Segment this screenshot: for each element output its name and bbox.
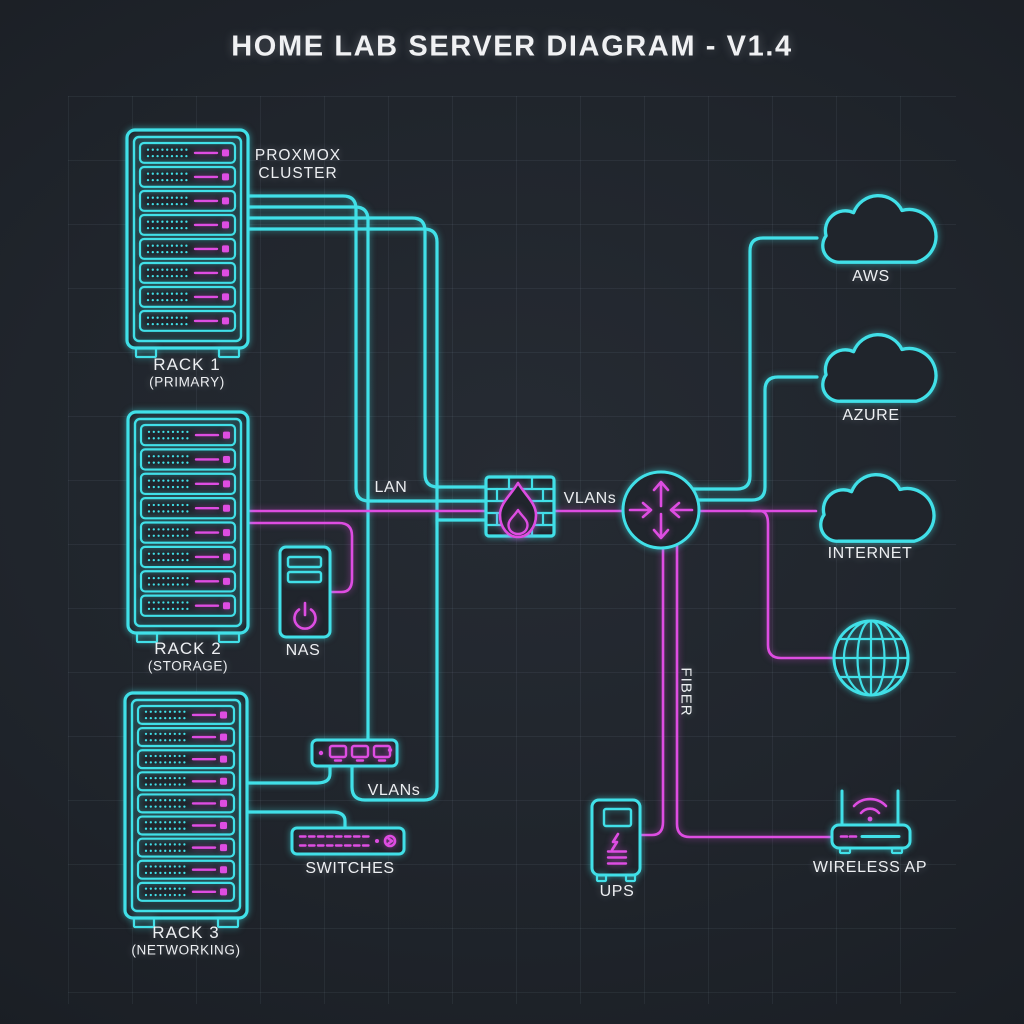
ups-icon [590,798,642,883]
wireless-ap-icon [830,789,912,855]
rack2-sublabel: (STORAGE) [147,658,229,674]
fiber-label: FIBER [677,667,695,717]
ups-label: UPS [599,883,635,900]
switch-panel-icon [290,826,406,856]
cyan-connection-lines [241,194,819,832]
cloud-azure-label: AZURE [842,407,900,424]
cloud-internet-label: INTERNET [827,545,913,562]
cloud-aws-icon [821,194,938,264]
rack3-sublabel: (NETWORKING) [131,942,241,958]
rack-icon-3 [123,691,249,929]
nas-label: NAS [285,642,321,659]
rack2-label: RACK 2 [154,639,222,658]
nas-icon [278,545,332,639]
flame-icon [498,481,538,539]
wireless-ap-label: WIRELESS AP [812,859,928,876]
firewall-icon [484,475,556,539]
vlans-switch-label: VLANs [367,782,421,799]
rack1-label: RACK 1 [153,355,221,374]
magenta-connection-lines [245,509,837,839]
rack1-sublabel: (PRIMARY) [149,374,225,390]
vlans-firewall-label: VLANs [563,490,617,507]
server-racks [123,128,250,929]
lan-label: LAN [374,479,408,496]
cloud-internet-icon [819,473,936,543]
proxmox-cluster-label-line2: CLUSTER [258,165,338,182]
wifi-icon [852,797,888,822]
access-switch-icon [310,738,399,768]
cloud-aws-label: AWS [852,268,890,285]
globe-icon [832,619,910,697]
rack3-label: RACK 3 [152,923,220,942]
cloud-azure-icon [821,333,938,403]
power-icon [293,601,317,630]
page-title: HOME LAB SERVER DIAGRAM - V1.4 [231,30,793,63]
rack-icon-1 [125,128,250,359]
router-icon [621,470,701,550]
rack-icon-2 [126,410,250,644]
switches-label: SWITCHES [305,860,395,877]
proxmox-cluster-label-line1: PROXMOX [254,147,342,164]
